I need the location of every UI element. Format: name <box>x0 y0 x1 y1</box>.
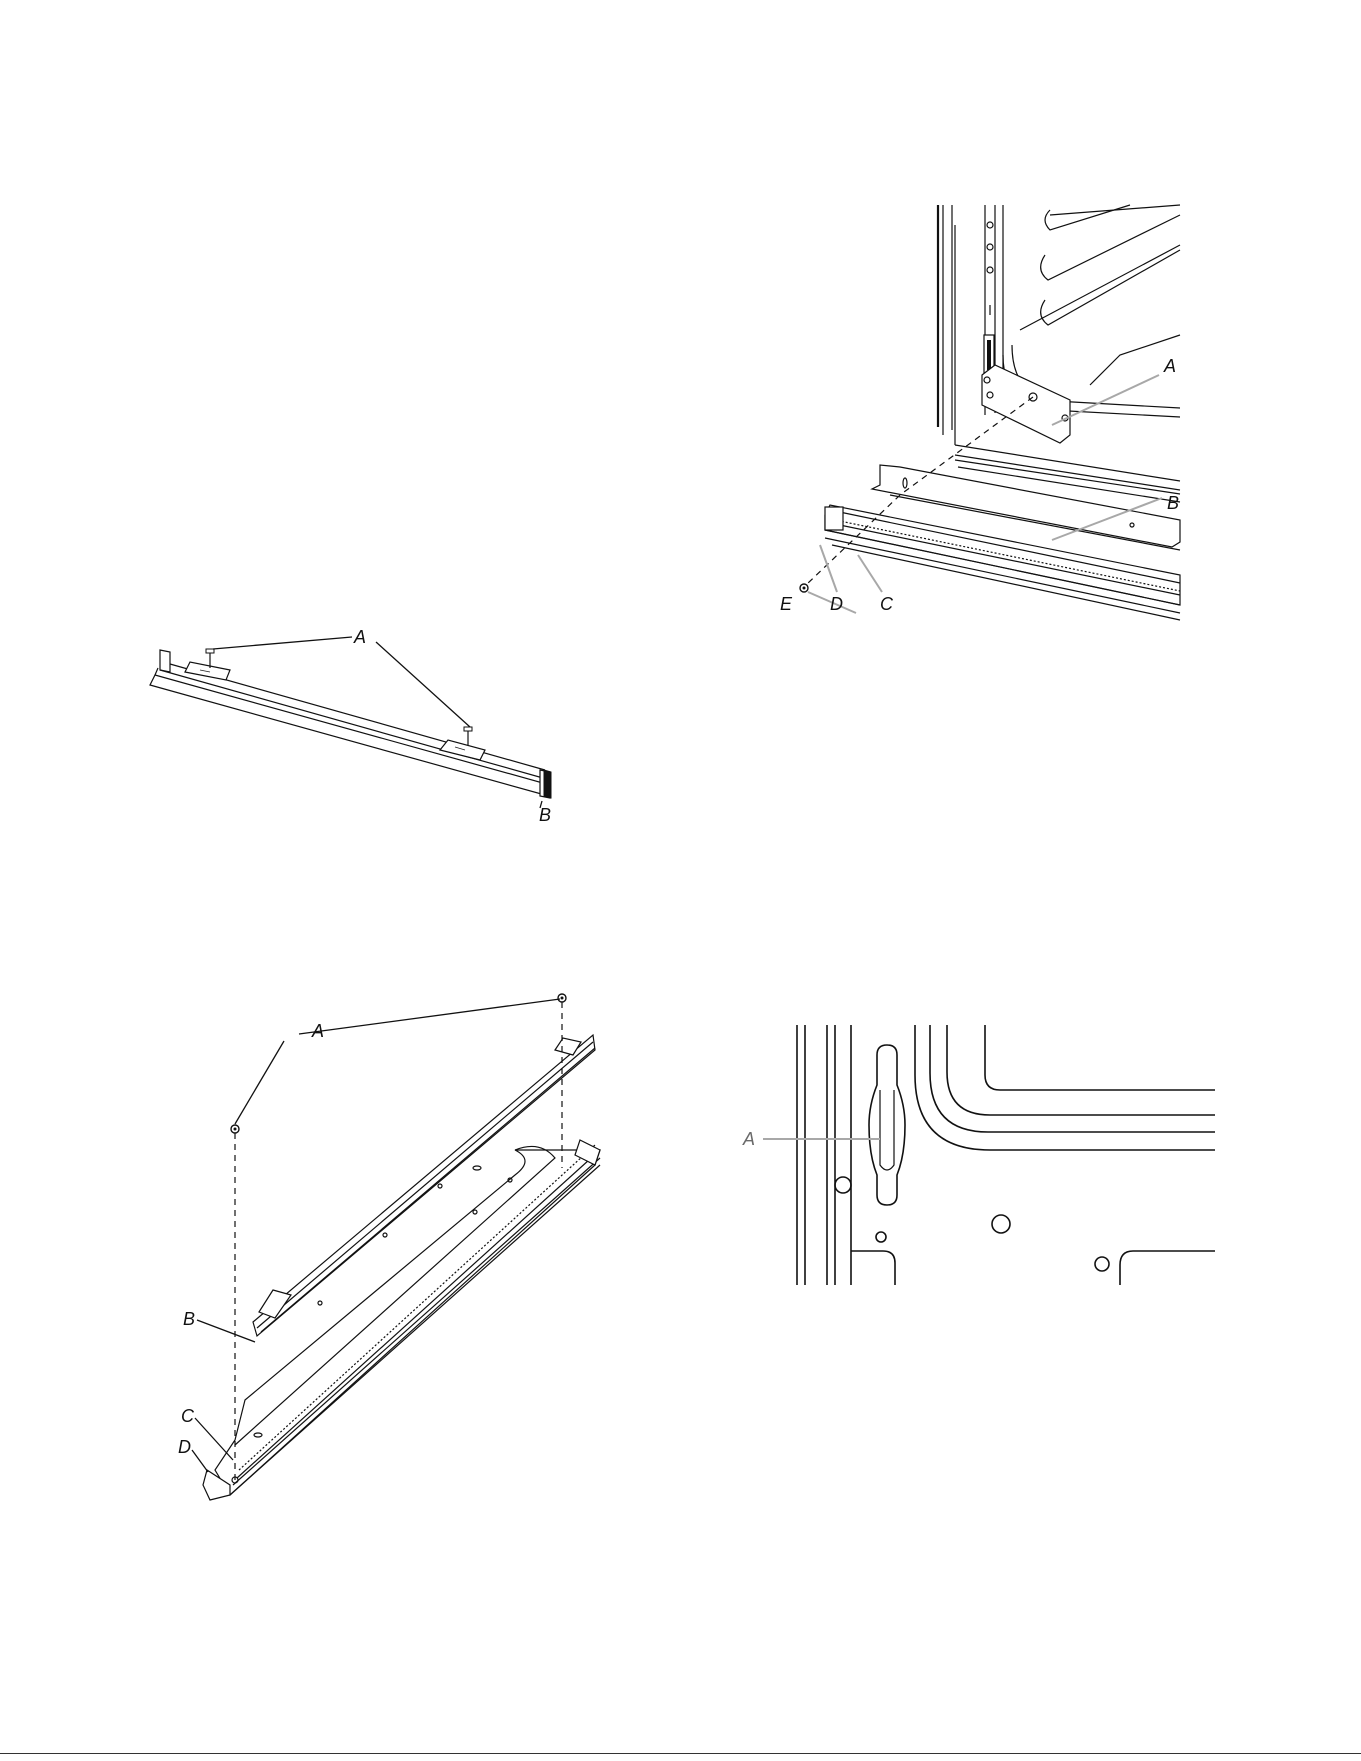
frame-hole <box>992 1215 1010 1233</box>
lower-panel-outline <box>851 1251 1215 1285</box>
leader-line-a1 <box>213 637 352 649</box>
figure-oven-frame-corner: A B C D E <box>790 205 1180 675</box>
frame-hole <box>835 1177 851 1193</box>
callout-a: A <box>311 1021 324 1041</box>
leader-line-d <box>192 1450 208 1472</box>
screw-icon <box>800 584 808 592</box>
callout-a: A <box>742 1129 755 1149</box>
vent-trim-rail-drawing: A B <box>150 620 570 830</box>
hinge-slot-detail-drawing: A <box>735 1015 1215 1295</box>
screw-icon <box>464 727 472 745</box>
callout-d: D <box>178 1437 191 1457</box>
rack-supports <box>1041 205 1180 325</box>
leader-line-a2 <box>376 642 470 727</box>
figure-vent-trim-rail: A B <box>150 620 570 830</box>
callout-a: A <box>1163 356 1176 376</box>
rack-slot-marks <box>987 222 993 315</box>
leader-line-a1 <box>299 999 560 1034</box>
oven-frame-corner-drawing: A B C D E <box>790 205 1180 675</box>
callout-a: A <box>353 627 366 647</box>
rail-part <box>150 650 551 798</box>
leader-line-c <box>858 555 882 592</box>
frame-verticals <box>797 1025 851 1285</box>
trim-exploded-view-drawing: A B C D <box>175 990 625 1510</box>
hinge-slot <box>869 1045 905 1205</box>
callout-b: B <box>539 805 551 825</box>
hinge-bracket <box>982 365 1070 443</box>
footer-rule <box>0 1753 1361 1754</box>
figure-trim-exploded-view: A B C D <box>175 990 625 1510</box>
frame-hole <box>876 1232 886 1242</box>
callout-c: C <box>880 594 894 614</box>
figure-hinge-slot-detail: A <box>735 1015 1215 1295</box>
screw-icon <box>231 1125 239 1133</box>
leader-line-b <box>197 1320 255 1342</box>
callout-d: D <box>830 594 843 614</box>
cavity-corners <box>915 1025 1215 1150</box>
callout-e: E <box>780 594 793 614</box>
leader-line-a2 <box>235 1041 284 1124</box>
leader-line-d <box>820 545 837 592</box>
callout-b: B <box>1167 493 1179 513</box>
frame-hole <box>1095 1257 1109 1271</box>
callout-c: C <box>181 1406 195 1426</box>
leader-line-c <box>195 1418 233 1460</box>
callout-b: B <box>183 1309 195 1329</box>
screw-icon <box>558 994 566 1002</box>
